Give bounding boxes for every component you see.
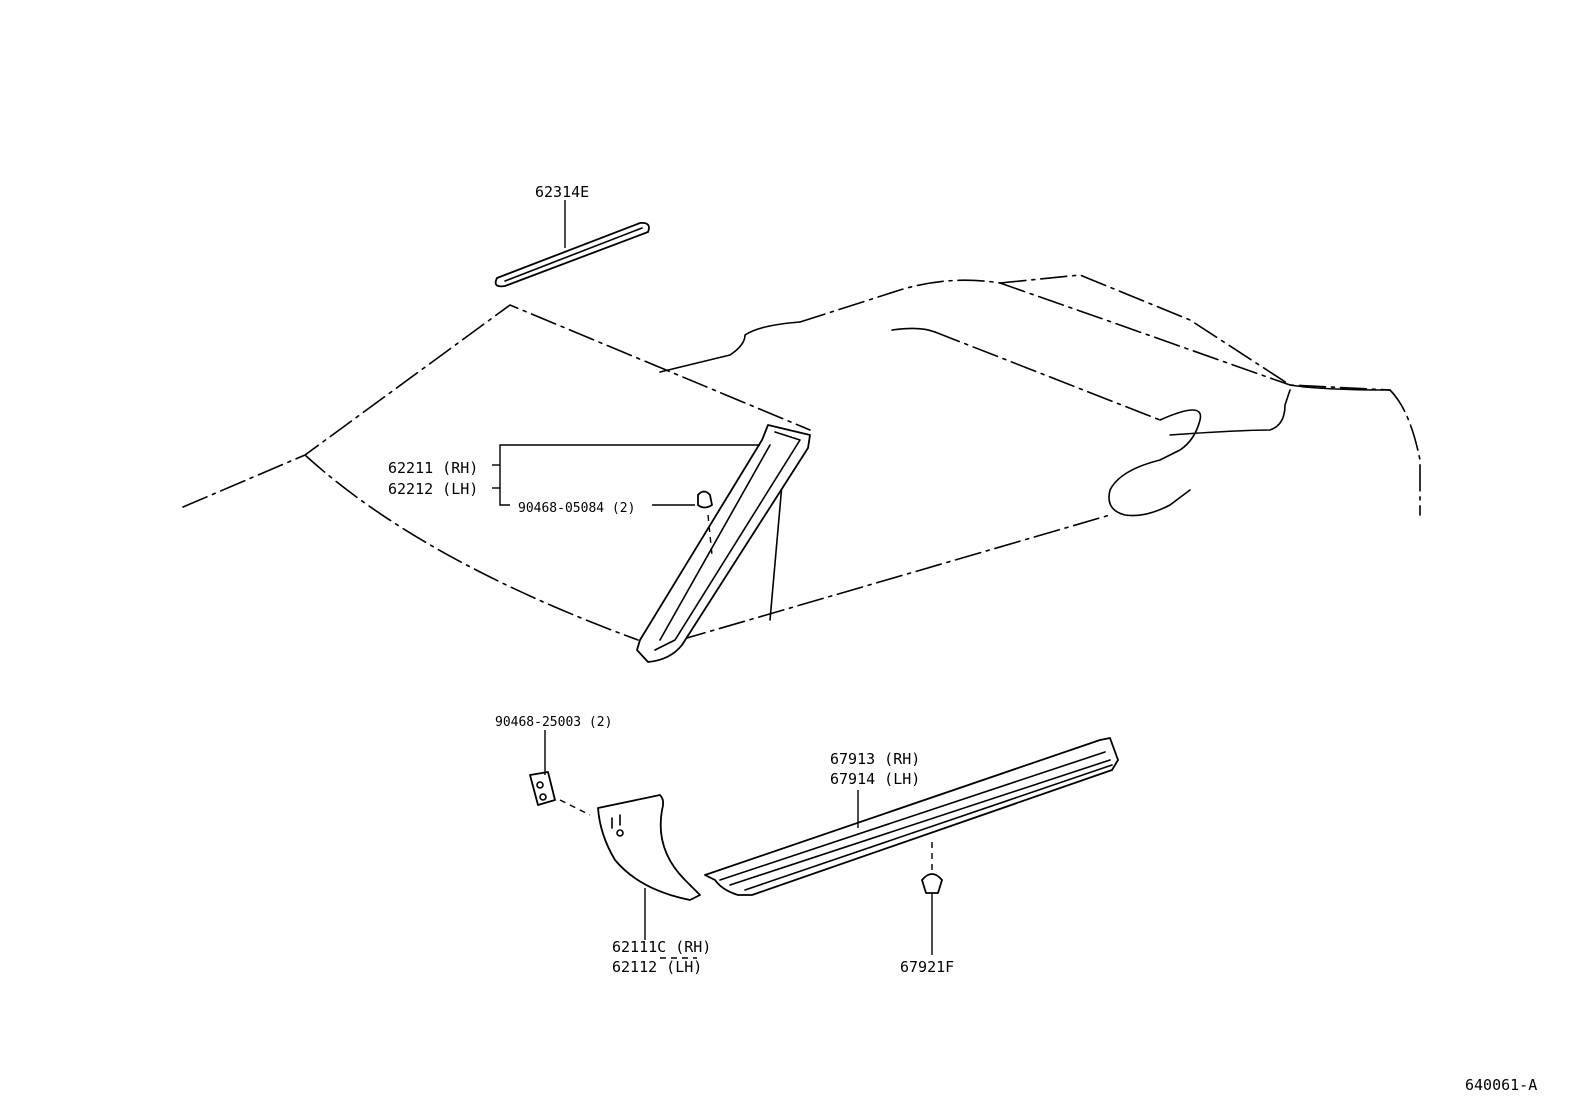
- cowl-side-trim-part: [597, 794, 701, 901]
- leader-cowl-clip-dash: [559, 799, 591, 816]
- label-scuff-rh: 67913 (RH): [830, 750, 920, 768]
- label-pillar-lh: 62212 (LH): [388, 480, 478, 498]
- scuff-plate-part: [704, 737, 1119, 896]
- label-scuff-clip: 67921F: [900, 958, 954, 976]
- label-cowl-lh: 62112 (LH): [612, 958, 702, 976]
- vehicle-body-outline: [182, 274, 1421, 641]
- label-cowl-clip: 90468-25003 (2): [495, 715, 612, 730]
- cowl-clip-part: [529, 771, 556, 806]
- label-molding-top: 62314E: [535, 183, 589, 201]
- pillar-garnish-part: [636, 424, 811, 663]
- leader-pillar-group: [492, 444, 760, 556]
- label-cowl-rh: 62111C (RH): [612, 938, 711, 956]
- label-scuff-lh: 67914 (LH): [830, 770, 920, 788]
- diagram-id: 640061-A: [1465, 1076, 1537, 1094]
- label-pillar-rh: 62211 (RH): [388, 459, 478, 477]
- roof-molding-part: [494, 222, 650, 288]
- label-pillar-clip: 90468-05084 (2): [518, 501, 635, 516]
- scuff-clip-part: [921, 842, 943, 955]
